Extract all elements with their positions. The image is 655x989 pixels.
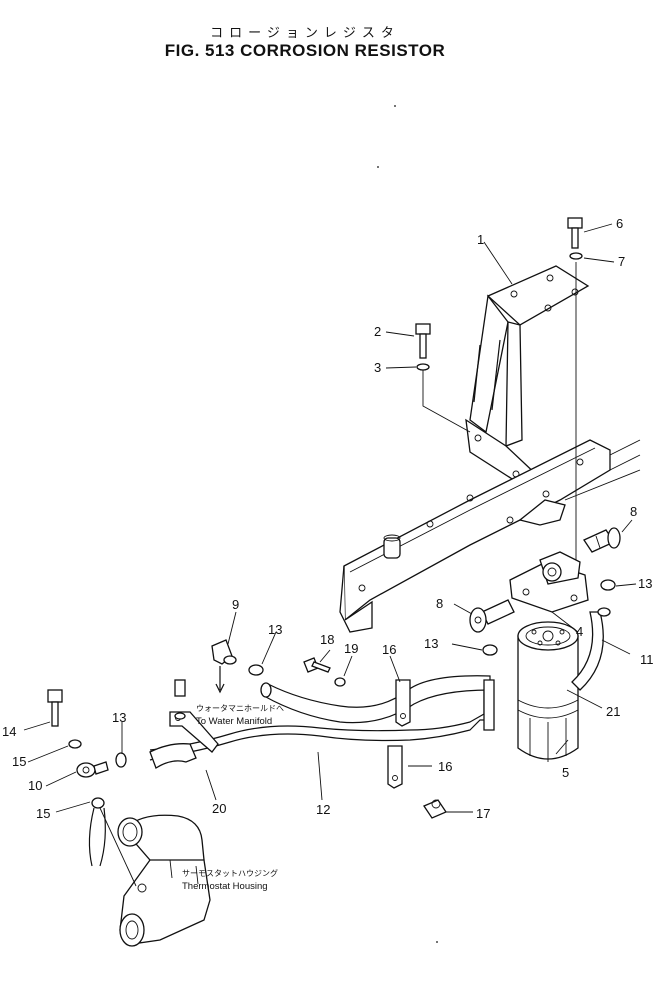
callout-10: 10 bbox=[28, 778, 42, 793]
callout-11: 11 bbox=[640, 652, 654, 667]
mounting-bracket bbox=[465, 265, 590, 485]
hose-stub-small bbox=[174, 679, 186, 720]
elbow-connector-9 bbox=[211, 639, 237, 694]
callout-3: 3 bbox=[374, 360, 381, 375]
callout-8-lower: 8 bbox=[436, 596, 443, 611]
callout-2: 2 bbox=[374, 324, 381, 339]
hose-to-housing bbox=[88, 807, 137, 887]
banjo-bolt-14 bbox=[47, 689, 63, 727]
bolt-18 bbox=[303, 657, 346, 687]
callout-13-right: 13 bbox=[638, 576, 652, 591]
callout-21: 21 bbox=[606, 704, 620, 719]
callout-6: 6 bbox=[616, 216, 623, 231]
callout-15-lower: 15 bbox=[36, 806, 50, 821]
callout-4: 4 bbox=[576, 624, 583, 639]
fitting-8-upper bbox=[583, 527, 621, 553]
bolt-2 bbox=[415, 323, 471, 433]
hose-20 bbox=[149, 711, 219, 769]
thermostat-note-en: Thermostat Housing bbox=[182, 881, 268, 892]
figure-title-japanese: コロージョンレジスタ bbox=[210, 26, 400, 41]
callout-13-filter: 13 bbox=[424, 636, 438, 651]
callout-13-upper: 13 bbox=[268, 622, 282, 637]
callout-17: 17 bbox=[476, 806, 490, 821]
callout-16-lower: 16 bbox=[438, 759, 452, 774]
callout-16-upper: 16 bbox=[382, 642, 396, 657]
filter-head bbox=[509, 551, 589, 613]
callout-7: 7 bbox=[618, 254, 625, 269]
leader-lines bbox=[23, 223, 637, 813]
callout-20: 20 bbox=[212, 801, 226, 816]
callout-19: 19 bbox=[344, 641, 358, 656]
banjo-fitting-10 bbox=[76, 761, 109, 778]
callout-13-left: 13 bbox=[112, 710, 126, 725]
filter-cartridge bbox=[517, 621, 579, 762]
callout-1: 1 bbox=[477, 232, 484, 247]
callout-15-upper: 15 bbox=[12, 754, 26, 769]
pipe-12 bbox=[149, 679, 495, 789]
fitting-8-lower bbox=[469, 599, 515, 633]
figure-title: FIG. 513 CORROSION RESISTOR bbox=[164, 41, 446, 60]
hose-clamps bbox=[115, 579, 616, 768]
water-manifold-note-jp: ウォータマニホールドへ bbox=[196, 704, 284, 713]
thermostat-note-jp: サーモスタットハウジング bbox=[182, 868, 278, 878]
pipe-upper bbox=[260, 675, 491, 727]
bolt-6 bbox=[567, 217, 583, 560]
thermostat-housing bbox=[117, 814, 211, 947]
callout-14: 14 bbox=[2, 724, 16, 739]
manifold-body bbox=[339, 439, 641, 633]
callout-8-upper: 8 bbox=[630, 504, 637, 519]
clamp-17 bbox=[423, 799, 447, 819]
washers-15 bbox=[68, 739, 105, 809]
callout-12: 12 bbox=[316, 802, 330, 817]
callout-5: 5 bbox=[562, 765, 569, 780]
callout-18: 18 bbox=[320, 632, 334, 647]
callout-9: 9 bbox=[232, 597, 239, 612]
water-manifold-note-en: To Water Manifold bbox=[196, 716, 272, 727]
